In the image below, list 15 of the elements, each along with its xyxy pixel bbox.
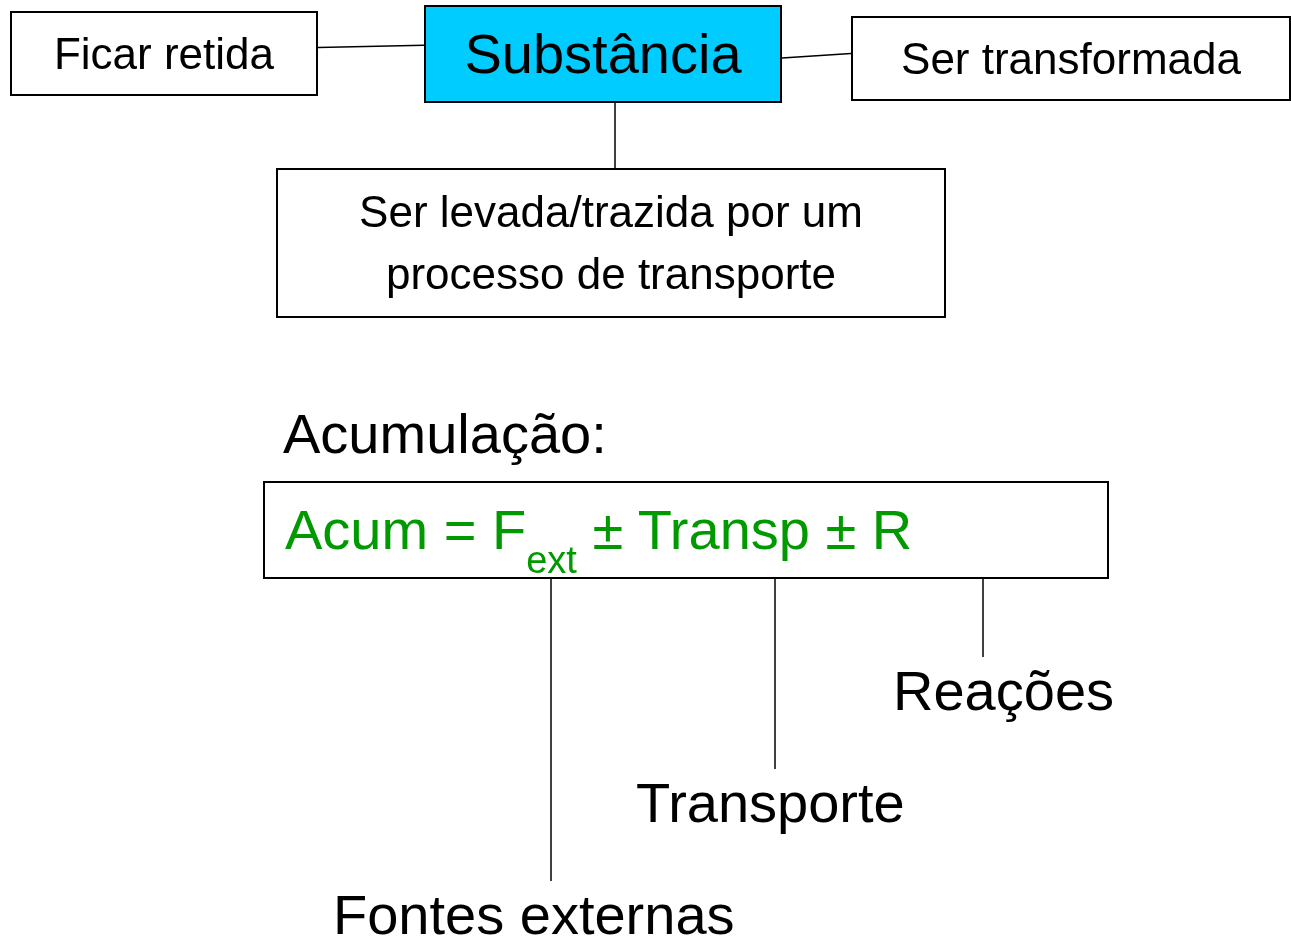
connector-line: [781, 52, 852, 59]
connector-line: [550, 578, 552, 882]
connector-line: [982, 578, 984, 658]
formula-box: Acum = F$_{ext}$ ± Transp ± R: [263, 481, 1109, 579]
connector-line: [774, 578, 776, 770]
connector-line: [614, 102, 616, 169]
highlighted-box: Substância: [424, 5, 782, 103]
annotation-text: Transporte: [636, 772, 905, 834]
text-box: Ser transformada: [851, 16, 1291, 101]
text-box: Ficar retida: [10, 11, 318, 96]
annotation-text: Fontes externas: [333, 884, 735, 941]
connector-line: [317, 44, 425, 49]
annotation-text: Reações: [893, 660, 1115, 722]
heading: Acumulação:: [283, 401, 607, 467]
text-box: Ser levada/trazida por um processo de transporte: [276, 168, 946, 318]
